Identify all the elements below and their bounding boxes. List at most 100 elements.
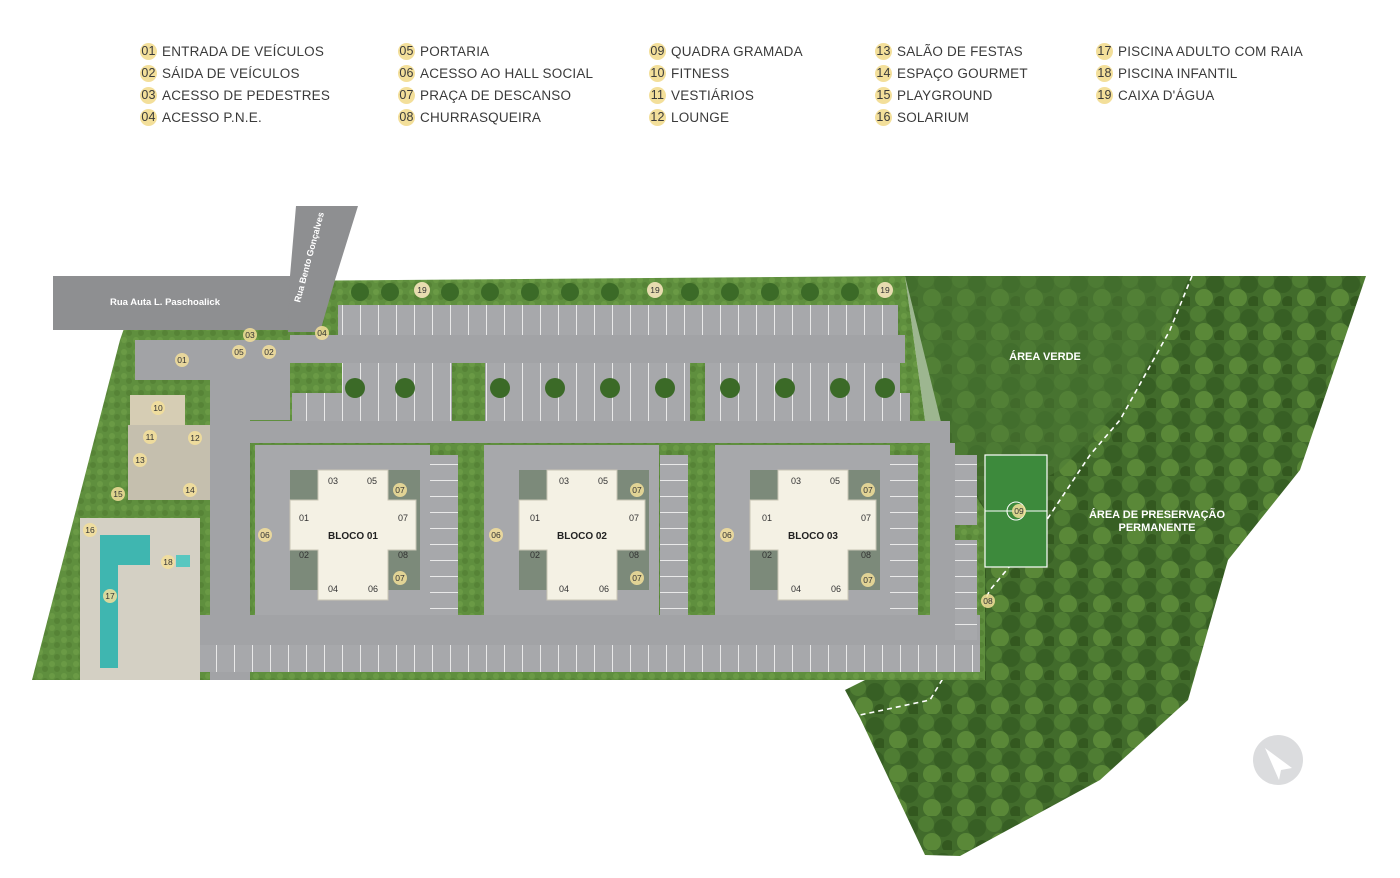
legend-number: 18 <box>1096 64 1113 82</box>
marker-label: 09 <box>1014 506 1024 516</box>
marker-label: 07 <box>632 573 642 583</box>
bottom-parking-row <box>150 645 980 672</box>
marker-label: 11 <box>146 432 155 442</box>
legend-label: SALÃO DE FESTAS <box>897 43 1023 59</box>
unit-number: 01 <box>762 513 772 523</box>
legend-number: 14 <box>875 64 892 82</box>
legend-number: 15 <box>875 86 892 104</box>
legend-number: 09 <box>649 42 666 60</box>
marker-12: 12 <box>188 431 202 445</box>
legend-label: VESTIÁRIOS <box>671 87 755 103</box>
block-side-parking-1 <box>430 455 458 615</box>
marker-label: 05 <box>234 347 244 357</box>
unit-number: 07 <box>629 513 639 523</box>
area-label-preservation-1: ÁREA DE PRESERVAÇÃO <box>1089 508 1226 521</box>
unit-number: 01 <box>299 513 309 523</box>
marker-label: 06 <box>722 530 732 540</box>
bottom-drive-lane <box>150 615 980 645</box>
marker-label: 15 <box>113 489 123 499</box>
unit-number: 08 <box>398 550 408 560</box>
marker-label: 14 <box>185 485 195 495</box>
block-side-parking-2 <box>660 455 688 615</box>
unit-number: 07 <box>861 513 871 523</box>
marker-03: 03 <box>243 328 257 342</box>
marker-07-b3a: 07 <box>861 483 875 497</box>
legend-label: CHURRASQUEIRA <box>420 109 542 125</box>
legend-item: 15 PLAYGROUND <box>875 84 1028 106</box>
marker-07-b2a: 07 <box>630 483 644 497</box>
tree-row-top <box>351 283 859 301</box>
legend-label: CAIXA D'ÁGUA <box>1118 87 1215 103</box>
units-bloco-02: 03 05 01 07 02 08 04 06 <box>530 476 639 594</box>
unit-number: 05 <box>830 476 840 486</box>
legend-label: PRAÇA DE DESCANSO <box>420 87 572 103</box>
block-label-01: BLOCO 01 <box>328 531 378 542</box>
marker-17: 17 <box>103 589 117 603</box>
unit-number: 04 <box>791 584 801 594</box>
legend-label: PLAYGROUND <box>897 87 993 103</box>
children-pool <box>176 555 190 567</box>
marker-label: 03 <box>245 330 255 340</box>
marker-label: 10 <box>153 403 163 413</box>
legend-number: 13 <box>875 42 892 60</box>
marker-label: 01 <box>177 355 187 365</box>
legend-number: 01 <box>140 42 157 60</box>
unit-number: 02 <box>762 550 772 560</box>
marker-label: 08 <box>983 596 993 606</box>
adult-pool-lane <box>100 565 118 668</box>
marker-06-b3: 06 <box>720 528 734 542</box>
adult-pool <box>100 535 150 565</box>
marker-08: 08 <box>981 594 995 608</box>
right-drive-lane <box>930 443 955 623</box>
legend-label: PORTARIA <box>420 43 490 59</box>
block-label-03: BLOCO 03 <box>788 531 838 542</box>
street-rua-bento <box>288 206 358 332</box>
legend-label: ACESSO AO HALL SOCIAL <box>420 65 594 81</box>
marker-07-b1a: 07 <box>393 483 407 497</box>
marker-15: 15 <box>111 487 125 501</box>
marker-11: 11 <box>143 430 157 444</box>
unit-number: 02 <box>530 550 540 560</box>
marker-05: 05 <box>232 345 246 359</box>
marker-label: 07 <box>395 485 405 495</box>
units-bloco-01: 03 05 01 07 02 08 04 06 <box>299 476 408 594</box>
unit-number: 08 <box>629 550 639 560</box>
unit-number: 06 <box>368 584 378 594</box>
legend-label: PISCINA ADULTO COM RAIA <box>1118 43 1303 59</box>
parking-row-6 <box>705 393 910 421</box>
marker-19-b: 19 <box>647 282 663 298</box>
unit-number: 06 <box>599 584 609 594</box>
marker-18: 18 <box>161 555 175 569</box>
compass-icon <box>1253 735 1303 785</box>
unit-number: 05 <box>367 476 377 486</box>
legend-number: 07 <box>398 86 415 104</box>
marker-label: 19 <box>880 285 890 295</box>
top-parking-lane <box>338 305 898 335</box>
legend-number: 02 <box>140 64 157 82</box>
block-side-parking-3 <box>890 455 918 615</box>
right-parking-col-2 <box>955 540 977 640</box>
tree-row-middle <box>345 378 895 398</box>
building-bloco-03 <box>749 469 880 601</box>
legend-label: LOUNGE <box>671 109 730 125</box>
marker-07-b1b: 07 <box>393 571 407 585</box>
marker-04: 04 <box>315 326 329 340</box>
mid-drive-lane <box>215 421 950 443</box>
marker-02: 02 <box>262 345 276 359</box>
street-rua-auta <box>53 276 290 330</box>
unit-number: 04 <box>328 584 338 594</box>
